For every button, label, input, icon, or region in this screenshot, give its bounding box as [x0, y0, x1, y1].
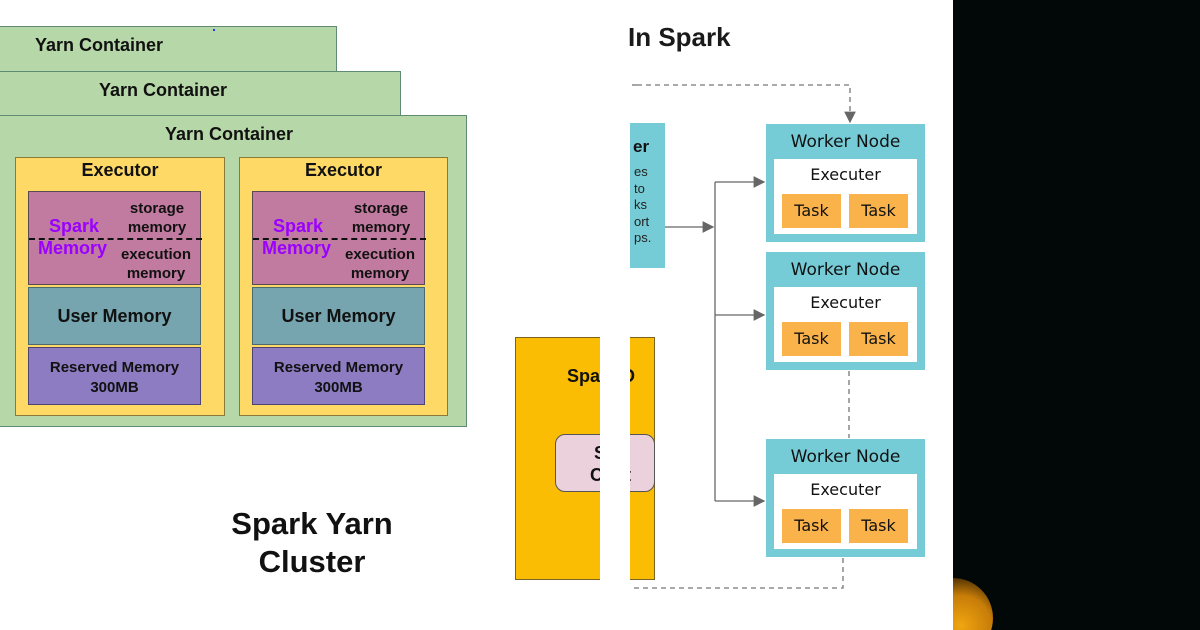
execution-memory-label: execution memory — [120, 246, 192, 282]
reserved-memory-block: Reserved Memory 300MB — [28, 347, 201, 405]
execution-memory-label: execution memory — [344, 246, 416, 282]
task-box: Task — [849, 322, 908, 356]
storage-execution-divider — [253, 238, 426, 240]
worker-executor-label: Executer — [810, 165, 881, 184]
executor-title: Executor — [81, 160, 159, 180]
worker-executor: Executer Task Task — [774, 474, 917, 549]
worker-executor-label: Executer — [810, 480, 881, 499]
worker-executor-label: Executer — [810, 293, 881, 312]
yarn-container-label: Yarn Container — [35, 35, 164, 55]
spark-memory-block: Spark Memory storage memory execution me… — [252, 191, 426, 285]
cluster-connectors — [632, 84, 856, 589]
storage-memory-label: storage memory — [127, 200, 187, 236]
yarn-container-back: Yarn Container — [0, 26, 337, 74]
cluster-manager-description: es to ks ort ps. — [634, 164, 652, 245]
storage-memory-label: storage memory — [351, 200, 411, 236]
task-box: Task — [782, 322, 841, 356]
task-box: Task — [849, 509, 908, 543]
blue-dot — [213, 29, 215, 31]
spark-memory-memory-word: Memory — [262, 238, 332, 258]
worker-node-3: Worker Node Executer Task Task — [766, 439, 925, 557]
orange-glow — [953, 578, 993, 630]
user-memory-label: User Memory — [281, 306, 396, 326]
cluster-connectors-over-mask — [632, 84, 640, 86]
spark-memory-spark-word: Spark — [273, 216, 324, 236]
reserved-memory-label: Reserved Memory 300MB — [273, 359, 404, 396]
task-box: Task — [849, 194, 908, 228]
dark-side-panel — [953, 0, 1200, 630]
worker-node-label: Worker Node — [790, 447, 901, 467]
reserved-memory-block: Reserved Memory 300MB — [252, 347, 425, 405]
spark-memory-block: Spark Memory storage memory execution me… — [28, 191, 202, 285]
worker-executor: Executer Task Task — [774, 159, 917, 234]
dashed-connector-bottom — [632, 558, 844, 589]
worker-node-label: Worker Node — [790, 260, 901, 280]
worker-executor: Executer Task Task — [774, 287, 917, 362]
user-memory-block: User Memory — [252, 287, 425, 345]
diagram-caption: Spark Yarn Cluster — [231, 506, 393, 579]
task-box: Task — [782, 194, 841, 228]
executor-title: Executor — [304, 160, 383, 180]
worker-node-label: Worker Node — [790, 132, 901, 152]
cluster-manager-label: er — [633, 137, 650, 156]
task-box: Task — [782, 509, 841, 543]
dashed-connector-top — [637, 84, 856, 124]
user-memory-block: User Memory — [28, 287, 201, 345]
user-memory-label: User Memory — [57, 306, 172, 326]
worker-node-2: Worker Node Executer Task Task — [766, 252, 925, 370]
yarn-container-label: Yarn Container — [99, 80, 228, 100]
yarn-container-label: Yarn Container — [165, 124, 294, 144]
reserved-memory-label: Reserved Memory 300MB — [49, 359, 180, 396]
cluster-title-fragment: In Spark — [628, 22, 731, 52]
storage-execution-divider — [29, 238, 202, 240]
spark-memory-spark-word: Spark — [49, 216, 100, 236]
worker-node-1: Worker Node Executer Task Task — [766, 124, 925, 242]
spark-memory-memory-word: Memory — [38, 238, 108, 258]
